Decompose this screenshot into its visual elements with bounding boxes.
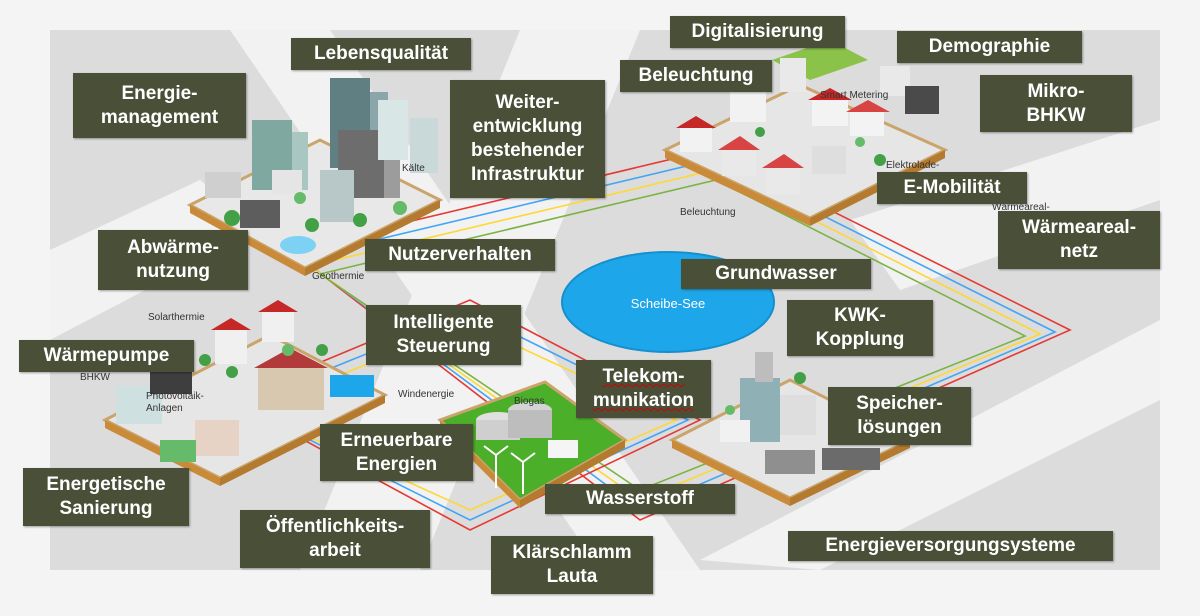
city-block-bottom-left	[101, 300, 389, 486]
label-oeffentlichkeitsarbeit: Öffentlichkeits- arbeit	[240, 510, 430, 568]
label-waermepumpe: Wärmepumpe	[19, 340, 194, 372]
windenergie-label: Windenergie	[398, 389, 455, 400]
photovoltaik-label: Photovoltaik- Anlagen	[146, 391, 204, 414]
biogas-label: Biogas	[514, 396, 545, 407]
lake-label: Scheibe-See	[630, 296, 706, 311]
city-block-top-right	[661, 40, 949, 226]
label-speicherloesungen: Speicher- lösungen	[828, 387, 971, 445]
label-nutzerverhalten: Nutzerverhalten	[365, 239, 555, 271]
geothermie-label: Geothermie	[312, 271, 365, 282]
solarthermie-label: Solarthermie	[148, 312, 205, 323]
kaelte-label: Kälte	[402, 163, 425, 174]
smart-metering-label: Smart Metering	[820, 90, 889, 101]
label-intelligente-steuerung: Intelligente Steuerung	[366, 305, 521, 365]
elektrolade-label: Elektrolade-	[886, 160, 940, 171]
label-telekommunikation: Telekom- munikation	[576, 360, 711, 418]
label-waermearealnetz: Wärmeareal- netz	[998, 211, 1160, 269]
label-erneuerbare-energien: Erneuerbare Energien	[320, 424, 473, 481]
label-digitalisierung: Digitalisierung	[670, 16, 845, 48]
label-demographie: Demographie	[897, 31, 1082, 63]
beleuchtung-small-label: Beleuchtung	[680, 207, 736, 218]
industry-block	[668, 352, 914, 506]
label-energieversorgungsysteme: Energieversorgungsysteme	[788, 531, 1113, 561]
label-mikro-bhkw: Mikro- BHKW	[980, 75, 1132, 132]
label-weiterentwicklung: Weiter- entwicklung bestehender Infrastr…	[450, 80, 605, 198]
label-energiemanagement: Energie- management	[73, 73, 246, 138]
label-beleuchtung: Beleuchtung	[620, 60, 772, 92]
label-abwaermenutzung: Abwärme- nutzung	[98, 230, 248, 290]
label-grundwasser: Grundwasser	[681, 259, 871, 289]
bhkw-label: BHKW	[80, 372, 110, 383]
label-lebensqualitaet: Lebensqualität	[291, 38, 471, 70]
label-klaerschlamm-lauta: Klärschlamm Lauta	[491, 536, 653, 594]
label-kwk-kopplung: KWK- Kopplung	[787, 300, 933, 356]
label-e-mobilitaet: E-Mobilität	[877, 172, 1027, 204]
telekommunikation-text: Telekom- munikation	[592, 366, 695, 411]
label-wasserstoff: Wasserstoff	[545, 484, 735, 514]
waermeareal-small-label: Wärmeareal-	[992, 202, 1050, 213]
label-energetische-sanierung: Energetische Sanierung	[23, 468, 189, 526]
